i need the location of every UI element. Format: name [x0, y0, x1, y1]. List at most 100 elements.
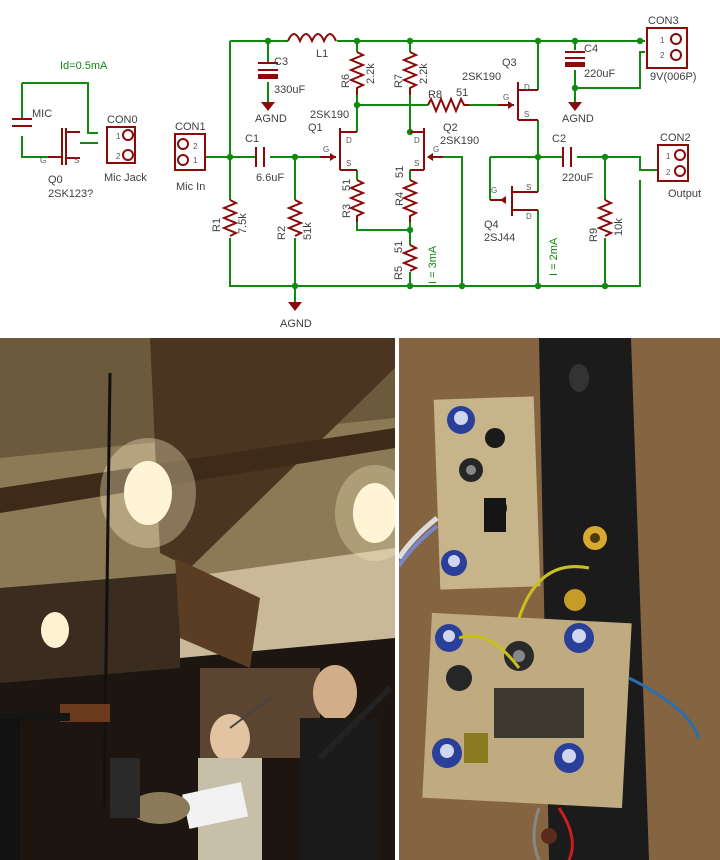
con1-ref: CON1 — [175, 121, 206, 133]
r4-resistor: R4 51 — [394, 166, 419, 222]
c4-ref: C4 — [584, 43, 598, 55]
svg-text:G: G — [491, 186, 497, 195]
r9-ref: R9 — [588, 228, 600, 242]
con1-connector: 2 1 CON1 Mic In — [174, 121, 206, 193]
svg-text:D: D — [414, 136, 420, 145]
c1-capacitor: C1 6.6uF — [245, 133, 284, 184]
c3-capacitor: C3 330uF — [258, 56, 305, 96]
l1-label: L1 — [316, 48, 328, 60]
svg-text:S: S — [524, 110, 529, 119]
r7-value: 2.2k — [418, 63, 430, 84]
con3-ref: CON3 — [648, 15, 679, 27]
c2-capacitor: C2 220uF — [552, 133, 593, 184]
q2-part: 2SK190 — [440, 135, 479, 147]
r6-resistor: R6 2.2k — [340, 51, 377, 95]
con0-label: Mic Jack — [104, 172, 147, 184]
c1-value: 6.6uF — [256, 172, 284, 184]
r8-resistor: R8 51 — [427, 87, 469, 114]
mic-capacitor: MIC — [12, 108, 52, 127]
current-2ma: I = 2mA — [548, 237, 560, 276]
q4-transistor: G S D Q4 2SJ44 — [484, 183, 538, 244]
svg-text:AGND: AGND — [255, 113, 287, 125]
current-3ma: I = 3mA — [427, 245, 439, 284]
q3-part: 2SK190 — [462, 71, 501, 83]
c2-ref: C2 — [552, 133, 566, 145]
agnd-symbol-c4: AGND — [562, 102, 594, 125]
c2-value: 220uF — [562, 172, 593, 184]
r1-value: 7.5k — [237, 213, 249, 234]
q2-ref: Q2 — [443, 122, 458, 134]
l1-inductor: L1 — [287, 33, 337, 60]
svg-text:2: 2 — [666, 168, 671, 177]
r6-value: 2.2k — [365, 63, 377, 84]
svg-text:D: D — [346, 136, 352, 145]
performance-photo — [0, 338, 395, 860]
con3-label: 9V(006P) — [650, 71, 696, 83]
con0-connector: 1 2 CON0 Mic Jack — [104, 114, 147, 184]
r5-resistor: R5 51 — [393, 241, 419, 280]
svg-text:S: S — [346, 159, 351, 168]
q3-ref: Q3 — [502, 57, 517, 69]
r6-ref: R6 — [340, 74, 352, 88]
q1-part: 2SK190 — [310, 109, 349, 121]
con2-ref: CON2 — [660, 132, 691, 144]
r7-ref: R7 — [393, 74, 405, 88]
svg-text:AGND: AGND — [280, 318, 312, 330]
circuit-board-photo — [399, 338, 720, 860]
junction-dots — [226, 37, 644, 290]
svg-text:AGND: AGND — [562, 113, 594, 125]
q3-transistor: D S G 2SK190 Q3 — [462, 57, 538, 121]
r3-resistor: R3 51 — [341, 179, 366, 222]
id-current-note: Id=0.5mA — [60, 60, 108, 72]
q0-part: 2SK123? — [48, 188, 93, 200]
r4-value: 51 — [394, 166, 406, 178]
con3-connector: 1 2 CON3 9V(006P) — [646, 15, 696, 83]
svg-text:S: S — [526, 183, 531, 192]
svg-text:S: S — [74, 156, 79, 165]
r4-ref: R4 — [394, 192, 406, 206]
mic-label: MIC — [32, 108, 52, 120]
c3-value: 330uF — [274, 84, 305, 96]
circuit-schematic: MIC G S Q0 2SK123? Id=0.5mA 1 2 CON0 Mic… — [12, 15, 701, 330]
svg-text:D: D — [526, 212, 532, 221]
svg-text:G: G — [433, 145, 439, 154]
con2-label: Output — [668, 188, 701, 200]
svg-text:S: S — [414, 159, 419, 168]
r3-ref: R3 — [341, 204, 353, 218]
r9-value: 10k — [613, 218, 625, 236]
svg-text:G: G — [323, 145, 329, 154]
c4-value: 220uF — [584, 68, 615, 80]
r3-value: 51 — [341, 179, 353, 191]
q4-part: 2SJ44 — [484, 232, 515, 244]
q1-transistor: D S G 2SK190 Q1 — [308, 109, 357, 171]
svg-text:1: 1 — [193, 156, 198, 165]
con1-label: Mic In — [176, 181, 205, 193]
svg-text:G: G — [40, 156, 46, 165]
svg-text:2: 2 — [193, 142, 198, 151]
q4-ref: Q4 — [484, 219, 499, 231]
agnd-symbol-c3: AGND — [255, 102, 287, 125]
c4-capacitor: C4 220uF — [565, 43, 615, 80]
r2-value: 51k — [302, 222, 314, 240]
q0-ref: Q0 — [48, 174, 63, 186]
svg-text:1: 1 — [660, 36, 665, 45]
r8-ref: R8 — [428, 89, 442, 101]
r5-ref: R5 — [393, 266, 405, 280]
r8-value: 51 — [456, 87, 468, 99]
svg-text:G: G — [503, 93, 509, 102]
r5-value: 51 — [393, 241, 405, 253]
r2-ref: R2 — [276, 226, 288, 240]
r1-ref: R1 — [211, 218, 223, 232]
q0-transistor: G S Q0 2SK123? — [40, 128, 93, 200]
con2-connector: 1 2 CON2 Output — [657, 132, 701, 200]
svg-text:2: 2 — [116, 152, 121, 161]
q1-ref: Q1 — [308, 122, 323, 134]
r2-resistor: R2 51k — [276, 199, 314, 240]
c1-ref: C1 — [245, 133, 259, 145]
q2-transistor: D S G Q2 2SK190 — [410, 122, 479, 171]
svg-text:1: 1 — [116, 132, 121, 141]
svg-text:2: 2 — [660, 51, 665, 60]
con0-ref: CON0 — [107, 114, 138, 126]
r9-resistor: R9 10k — [588, 199, 625, 242]
svg-text:1: 1 — [666, 152, 671, 161]
